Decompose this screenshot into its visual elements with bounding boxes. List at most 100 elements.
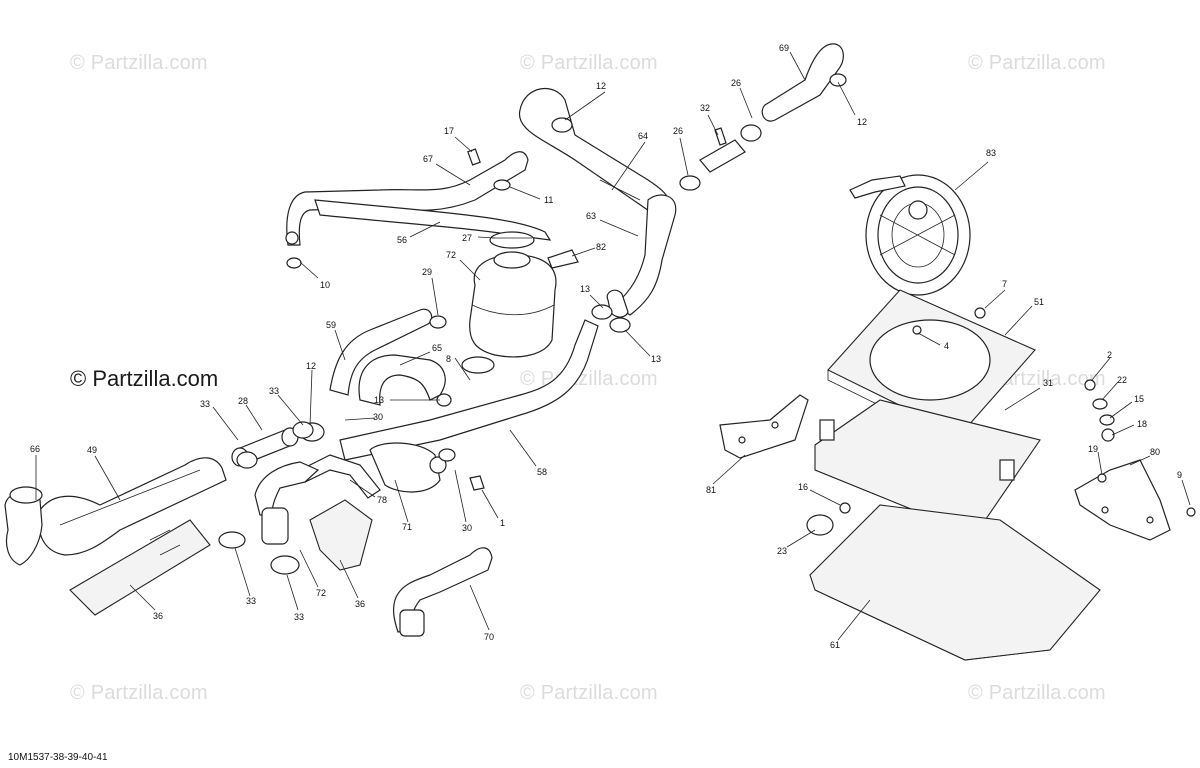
callout-59: 59 <box>326 320 336 330</box>
callout-13: 13 <box>580 284 590 294</box>
connector-32 <box>699 124 762 173</box>
watermark-top-right: © Partzilla.com <box>968 52 1106 74</box>
cap-27 <box>489 231 535 249</box>
bracket-81 <box>719 394 809 459</box>
callout-7: 7 <box>1002 279 1007 289</box>
watermark-top-left: © Partzilla.com <box>70 52 208 74</box>
callout-22: 22 <box>1117 375 1127 385</box>
tube-36b <box>309 499 373 571</box>
callout-12: 12 <box>306 361 316 371</box>
callout-61: 61 <box>830 640 840 650</box>
callout-81: 81 <box>706 485 716 495</box>
callout-11: 11 <box>544 195 553 205</box>
callout-16: 16 <box>798 482 808 492</box>
callout-26: 26 <box>673 126 683 136</box>
clamp-13a <box>591 304 613 320</box>
clamp-8 <box>461 356 495 374</box>
tube-36a <box>69 519 211 616</box>
callout-18: 18 <box>1137 419 1147 429</box>
callout-80: 80 <box>1150 447 1160 457</box>
clamp-29 <box>429 315 447 329</box>
callout-13: 13 <box>374 395 384 405</box>
bolt-7 <box>974 307 986 319</box>
hose-72b <box>254 461 320 545</box>
callout-58: 58 <box>537 467 547 477</box>
clamp-30b <box>438 448 456 462</box>
watermark-bottom-center: © Partzilla.com <box>520 682 658 704</box>
hose-70 <box>392 547 493 637</box>
callout-29: 29 <box>422 267 432 277</box>
hose-67 <box>285 151 529 246</box>
washer-22 <box>1092 398 1108 410</box>
bolt-1 <box>469 475 485 491</box>
fan-83 <box>849 174 971 296</box>
callout-63: 63 <box>586 211 596 221</box>
callout-26: 26 <box>731 78 741 88</box>
callout-56: 56 <box>397 235 407 245</box>
clamp-33d <box>270 555 300 575</box>
hose-63 <box>606 194 677 318</box>
callout-66: 66 <box>30 444 40 454</box>
callout-17: 17 <box>444 126 454 136</box>
callout-33: 33 <box>200 399 210 409</box>
hose-78 <box>299 454 381 499</box>
bolt-16 <box>839 502 851 514</box>
callout-33: 33 <box>269 386 279 396</box>
callout-23: 23 <box>777 546 787 556</box>
callout-labels: 69 12 26 32 12 64 26 17 67 11 63 83 27 8… <box>30 43 1182 650</box>
watermark-primary: © Partzilla.com <box>70 366 219 391</box>
bolt-9 <box>1186 507 1196 517</box>
callout-28: 28 <box>238 396 248 406</box>
bolt-4 <box>912 325 922 335</box>
callout-67: 67 <box>423 154 433 164</box>
clamp-33a <box>236 451 258 469</box>
callout-64: 64 <box>638 131 648 141</box>
callout-65: 65 <box>432 343 442 353</box>
callout-30: 30 <box>462 523 472 533</box>
callout-36: 36 <box>153 611 163 621</box>
callout-13: 13 <box>651 354 661 364</box>
clamp-26b <box>679 175 701 191</box>
callout-51: 51 <box>1034 297 1044 307</box>
callout-72: 72 <box>316 588 326 598</box>
clamp-10 <box>286 257 302 269</box>
callout-27: 27 <box>462 233 472 243</box>
clamp-33b <box>292 421 314 439</box>
watermark-bottom-right: © Partzilla.com <box>968 682 1106 704</box>
callout-19: 19 <box>1088 444 1098 454</box>
hose-69 <box>761 43 847 122</box>
clamp-12a <box>551 117 573 133</box>
reservoir-72 <box>469 251 557 358</box>
callout-10: 10 <box>320 280 330 290</box>
label-82 <box>547 249 579 269</box>
bracket-80 <box>1074 459 1171 541</box>
hose-65 <box>358 354 446 406</box>
callout-83: 83 <box>986 148 996 158</box>
grommet-18 <box>1101 428 1115 442</box>
callout-49: 49 <box>87 445 97 455</box>
callout-15: 15 <box>1134 394 1144 404</box>
callout-82: 82 <box>596 242 606 252</box>
callout-1: 1 <box>500 518 505 528</box>
clamp-23 <box>806 514 834 536</box>
callout-33: 33 <box>294 612 304 622</box>
callout-32: 32 <box>700 103 710 113</box>
callout-33: 33 <box>246 596 256 606</box>
callout-78: 78 <box>377 495 387 505</box>
callout-2: 2 <box>1107 350 1112 360</box>
guard-61 <box>809 504 1101 661</box>
callout-31: 31 <box>1043 378 1053 388</box>
callout-71: 71 <box>402 522 412 532</box>
pump-71 <box>369 442 447 493</box>
callout-30: 30 <box>373 412 383 422</box>
bolt-2 <box>1084 379 1096 391</box>
callout-36: 36 <box>355 599 365 609</box>
hose-58 <box>339 319 599 461</box>
fitting-17 <box>467 148 481 166</box>
hose-66 <box>4 486 43 566</box>
callout-70: 70 <box>484 632 494 642</box>
callout-69: 69 <box>779 43 789 53</box>
callout-8: 8 <box>446 354 451 364</box>
